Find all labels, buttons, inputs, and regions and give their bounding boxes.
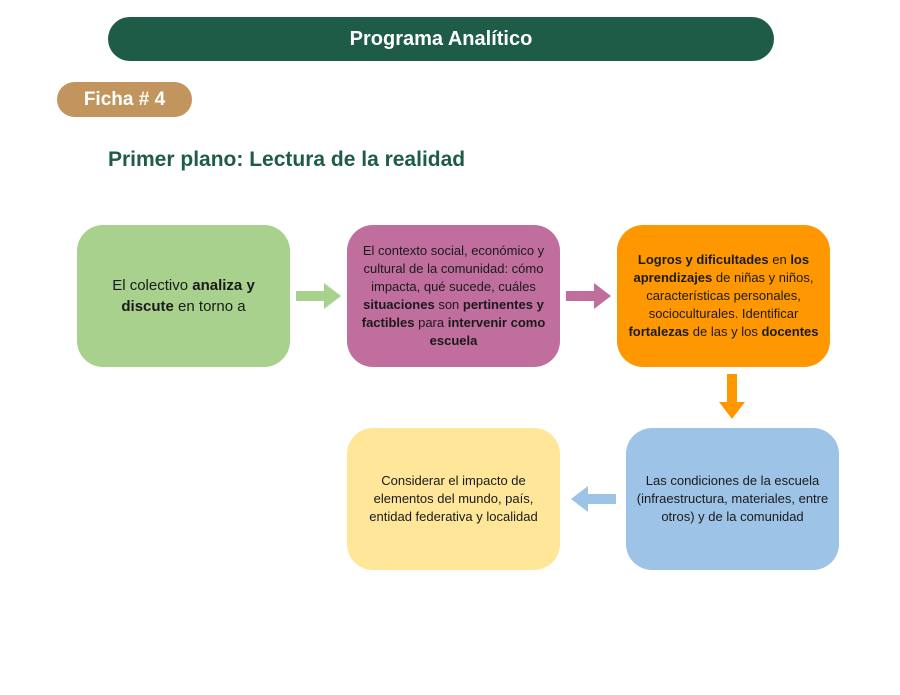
emphasis-text: intervenir como escuela bbox=[429, 315, 546, 348]
flow-box-text: Logros y dificultades en los aprendizaje… bbox=[623, 251, 824, 341]
flow-box-considerar: Considerar el impacto de elementos del m… bbox=[347, 428, 560, 570]
body-text: en torno a bbox=[173, 298, 246, 315]
flow-box-text: Considerar el impacto de elementos del m… bbox=[359, 472, 548, 526]
body-text: en bbox=[768, 252, 791, 267]
flow-box-text: El colectivo analiza y discute en torno … bbox=[91, 275, 276, 317]
body-text: de las y los bbox=[689, 324, 762, 339]
flow-box-logros: Logros y dificultades en los aprendizaje… bbox=[617, 225, 830, 367]
body-text: de niñas y niños, características person… bbox=[646, 270, 814, 321]
body-text: para bbox=[414, 315, 448, 330]
flow-box-contexto: El contexto social, económico y cultural… bbox=[347, 225, 560, 367]
body-text: El colectivo bbox=[112, 277, 193, 294]
ficha-label: Ficha # 4 bbox=[83, 88, 166, 110]
emphasis-text: situaciones bbox=[363, 297, 435, 312]
section-title: Primer plano: Lectura de la realidad bbox=[108, 148, 466, 171]
arrow-down-icon bbox=[719, 374, 745, 419]
emphasis-text: pertinentes y factibles bbox=[361, 297, 544, 330]
flow-box-text: Las condiciones de la escuela (infraestr… bbox=[632, 472, 833, 526]
body-text: son bbox=[434, 297, 463, 312]
body-text: Considerar el impacto de elementos del m… bbox=[369, 473, 538, 524]
body-text: El contexto social, económico y cultural… bbox=[362, 243, 545, 294]
arrow-right-icon bbox=[296, 283, 341, 309]
emphasis-text: docentes bbox=[761, 324, 819, 339]
arrow-left-icon bbox=[571, 486, 616, 512]
body-text: Las condiciones de la escuela (infraestr… bbox=[636, 473, 829, 524]
flow-box-text: El contexto social, económico y cultural… bbox=[353, 242, 554, 350]
ficha-badge: Ficha # 4 bbox=[57, 82, 192, 117]
flow-box-colectivo: El colectivo analiza y discute en torno … bbox=[77, 225, 290, 367]
page-header: Programa Analítico bbox=[108, 17, 774, 61]
arrow-right-icon bbox=[566, 283, 611, 309]
emphasis-text: los aprendizajes bbox=[633, 252, 810, 285]
flow-box-condiciones: Las condiciones de la escuela (infraestr… bbox=[626, 428, 839, 570]
page-title: Programa Analítico bbox=[349, 27, 533, 50]
emphasis-text: Logros y dificultades bbox=[637, 252, 769, 267]
emphasis-text: analiza y discute bbox=[121, 277, 255, 315]
emphasis-text: fortalezas bbox=[628, 324, 690, 339]
